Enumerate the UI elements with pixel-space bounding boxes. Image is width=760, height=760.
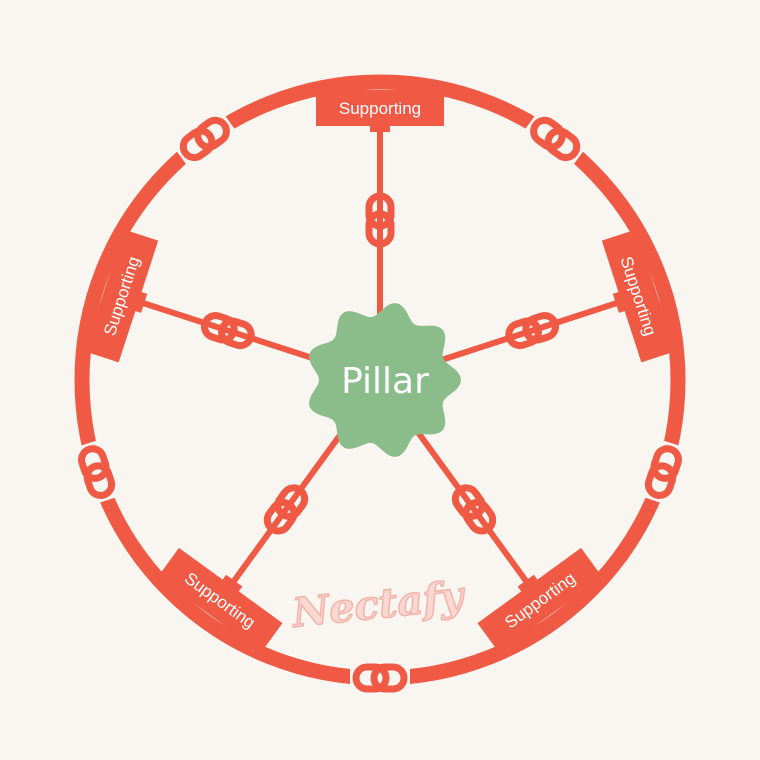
supporting-node: Supporting: [316, 90, 444, 132]
supporting-box: [157, 547, 283, 653]
supporting-box: [84, 229, 159, 363]
supporting-box: [477, 547, 603, 653]
supporting-box: [316, 90, 444, 126]
box-connector: [370, 122, 390, 132]
supporting-label: Supporting: [339, 99, 421, 118]
box-connector: [131, 290, 148, 313]
pillar-node: Pillar: [309, 303, 461, 457]
box-connector: [612, 290, 629, 313]
supporting-node: Supporting: [477, 547, 603, 653]
supporting-box: [601, 229, 676, 363]
pillar-label: Pillar: [341, 361, 429, 402]
box-connector: [517, 574, 540, 595]
pillar-badge: [309, 303, 461, 457]
box-connector: [220, 574, 243, 595]
ring-links: [73, 109, 687, 692]
watermark-logo: Nectafy: [288, 572, 468, 637]
supporting-boxes: SupportingSupportingSupportingSupporting…: [84, 90, 676, 653]
